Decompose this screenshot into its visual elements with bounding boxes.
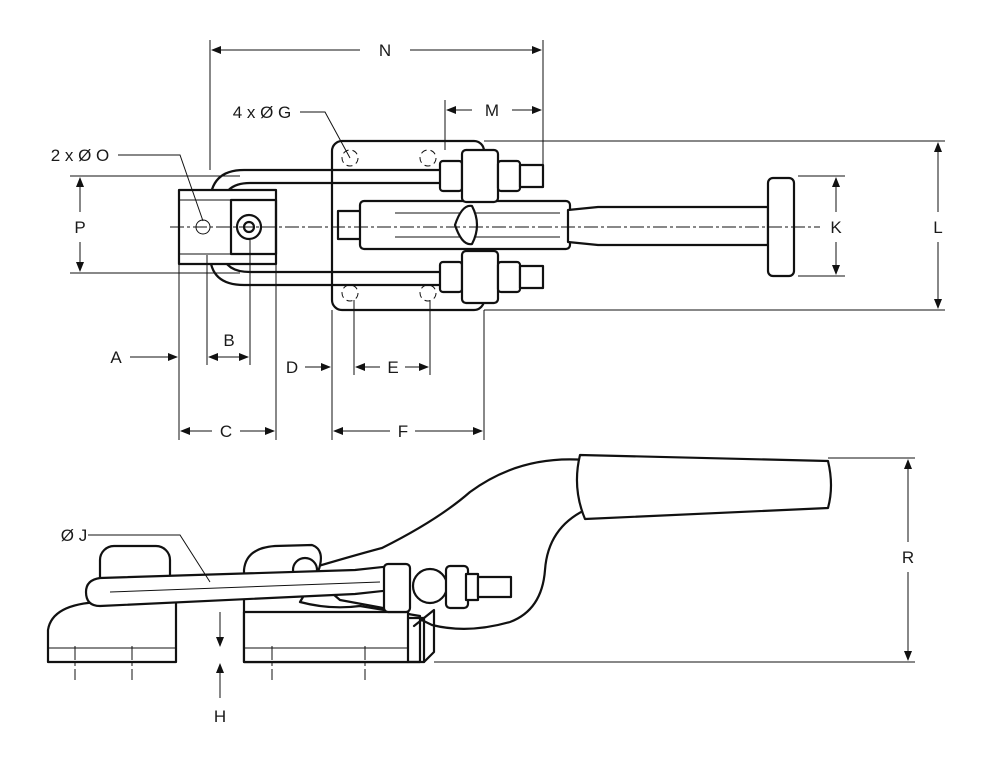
side-nut: [444, 564, 470, 610]
label-l: L: [933, 218, 942, 237]
label-f: F: [398, 422, 408, 441]
dimension-labels: N M 4 x Ø G 2 x Ø O P K L A B D E C F Ø …: [51, 41, 943, 726]
label-d: D: [286, 358, 298, 377]
catch-base: [46, 598, 178, 664]
base-tab-inner: [412, 608, 436, 664]
base-tab: [406, 616, 426, 664]
top-dimensions: [70, 40, 945, 440]
u-bolt-side: [84, 564, 394, 608]
label-c: C: [220, 422, 232, 441]
label-h: H: [214, 707, 226, 726]
handle-grip-side: [575, 453, 833, 521]
label-b: B: [223, 331, 234, 350]
base-plate-side: [242, 610, 410, 664]
mounting-hole: [341, 284, 359, 302]
adjust-nut: [460, 148, 500, 204]
stud-end: [518, 264, 545, 290]
adjust-nut: [496, 260, 522, 294]
adjust-nut: [438, 159, 464, 193]
side-stud: [476, 575, 513, 599]
label-n: N: [379, 41, 391, 60]
label-m: M: [485, 101, 499, 120]
leader-g: [300, 111, 351, 159]
pivot-ball: [453, 204, 479, 246]
side-nut: [464, 572, 480, 602]
handle-top: [566, 205, 770, 247]
label-e: E: [387, 358, 398, 377]
label-o: 2 x Ø O: [51, 146, 110, 165]
label-p: P: [74, 218, 85, 237]
adjust-nut: [460, 249, 500, 305]
side-view: [46, 453, 833, 680]
leader-j: [88, 534, 211, 583]
side-dimensions: [88, 457, 915, 698]
top-view: [170, 139, 820, 312]
label-r: R: [902, 548, 914, 567]
adjust-nut: [496, 159, 522, 193]
label-a: A: [110, 348, 122, 367]
side-ball: [411, 567, 449, 605]
stud-end: [518, 163, 545, 189]
label-j: Ø J: [61, 526, 87, 545]
label-g: 4 x Ø G: [233, 103, 292, 122]
label-k: K: [830, 218, 842, 237]
side-nut: [382, 562, 412, 614]
mounting-hole: [419, 284, 437, 302]
adjust-nut: [438, 260, 464, 294]
mounting-hole: [341, 149, 359, 167]
mounting-hole: [419, 149, 437, 167]
leader-o: [118, 154, 204, 222]
